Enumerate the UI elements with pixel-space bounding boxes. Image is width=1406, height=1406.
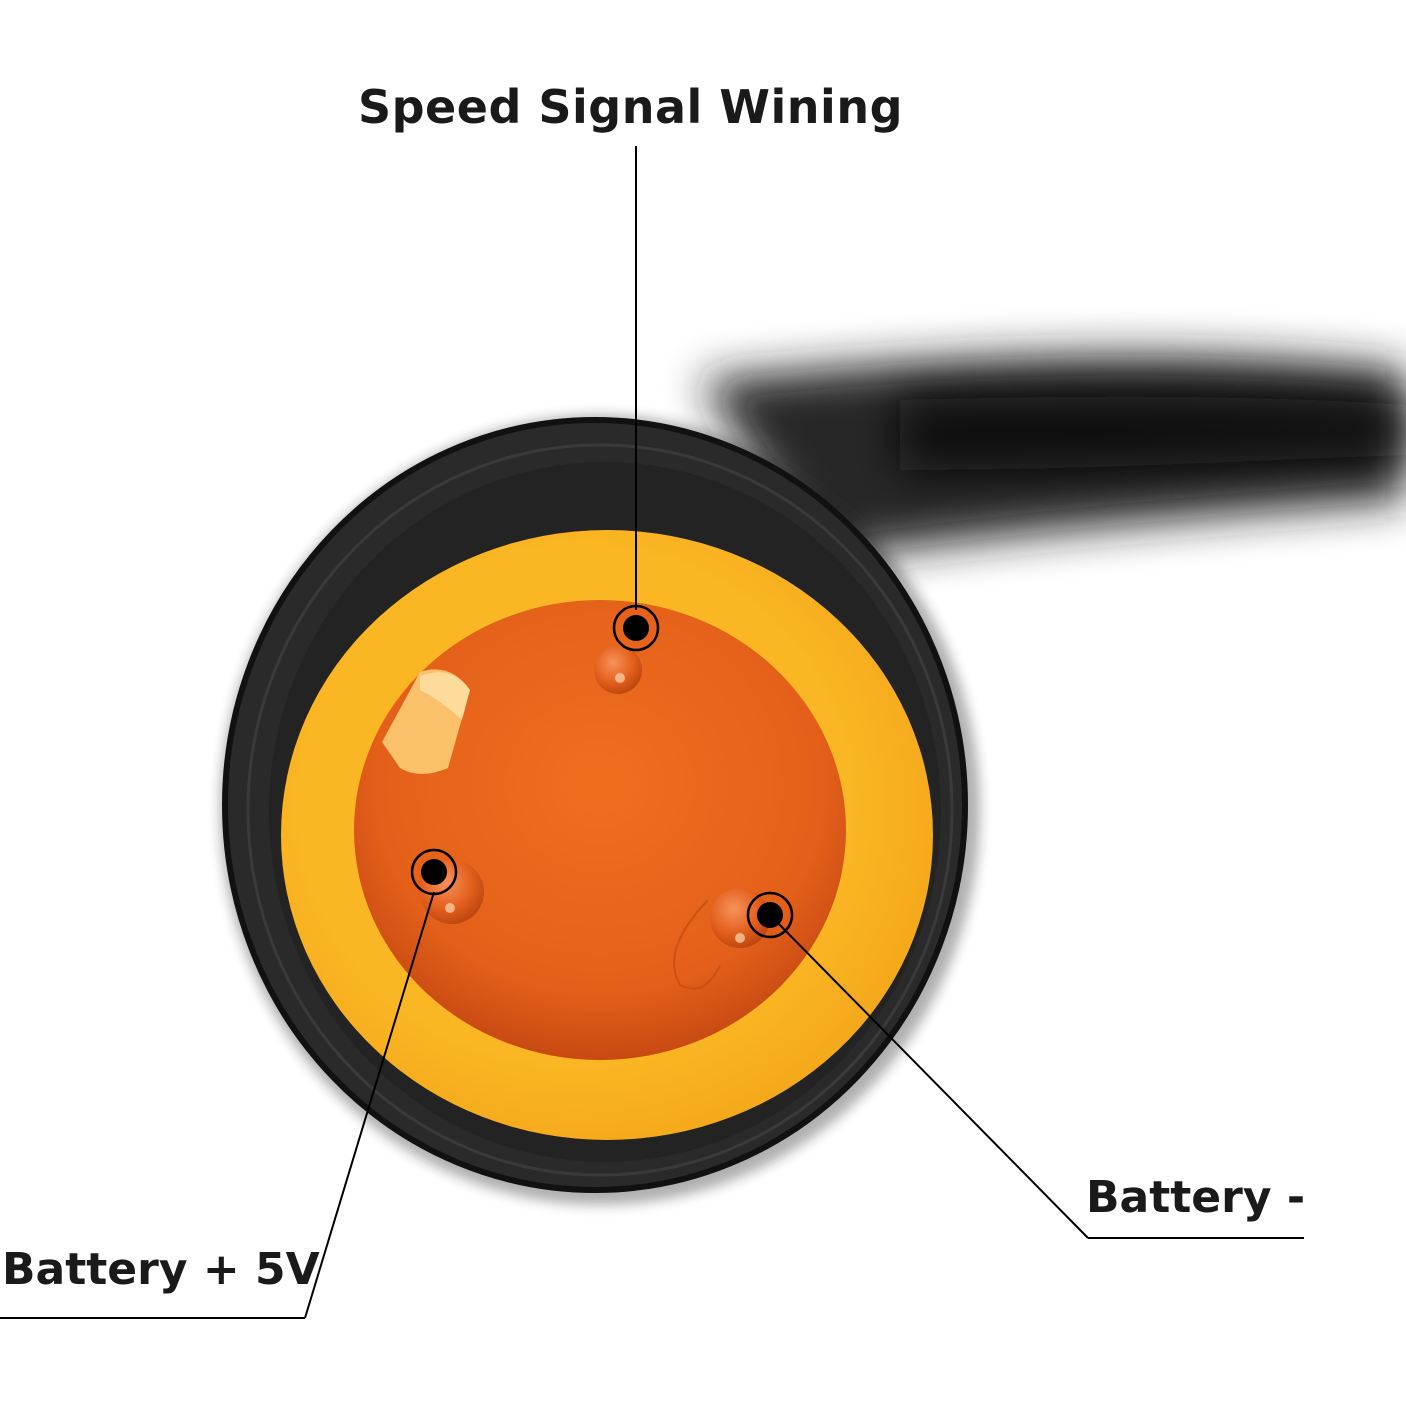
marker-speed-signal: [612, 604, 660, 652]
leader-line-battery-minus: [769, 914, 1304, 1239]
cable: [700, 354, 1406, 560]
leader-line-battery-plus: [0, 891, 435, 1319]
label-speed-signal: Speed Signal Wining: [358, 80, 903, 134]
pin-battery-minus: [673, 888, 770, 990]
pin-speed-signal: [594, 646, 642, 694]
marker-battery-plus: [410, 848, 458, 896]
cavity: [354, 600, 846, 1060]
label-battery-plus: Battery + 5V: [2, 1244, 320, 1295]
marker-battery-minus: [746, 891, 794, 939]
label-battery-minus: Battery -: [1086, 1172, 1306, 1223]
